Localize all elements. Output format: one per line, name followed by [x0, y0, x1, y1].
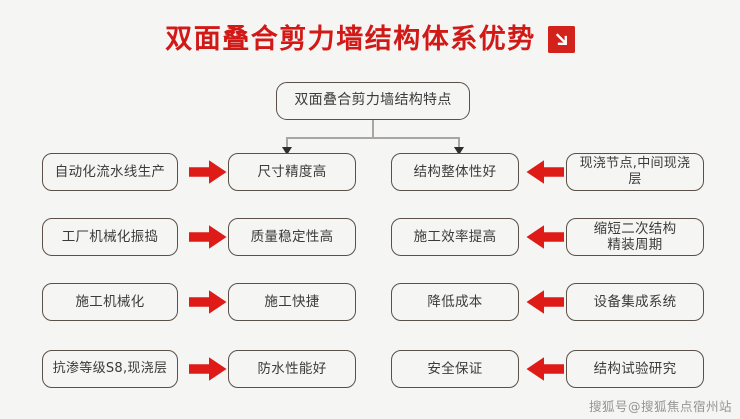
- arrow-right-icon-2: [189, 224, 227, 250]
- right-effect-box-4: 安全保证: [391, 350, 519, 388]
- root-node: 双面叠合剪力墙结构特点: [276, 82, 470, 120]
- connector-bar: [286, 137, 459, 139]
- arrow-left-icon-3: [526, 289, 564, 315]
- left-cause-box-2: 工厂机械化振捣: [42, 218, 178, 256]
- connector-arrowhead-right: [454, 147, 464, 155]
- right-cause-box-3: 设备集成系统: [566, 283, 704, 321]
- left-cause-box-3: 施工机械化: [42, 283, 178, 321]
- page-title: 双面叠合剪力墙结构体系优势: [165, 23, 536, 55]
- arrow-left-icon-2: [526, 224, 564, 250]
- right-cause-box-4: 结构试验研究: [566, 350, 704, 388]
- right-cause-box-1: 现浇节点,中间现浇层: [566, 153, 704, 191]
- arrow-down-right-icon: [547, 25, 575, 53]
- connector-stem: [372, 120, 374, 138]
- right-effect-box-3: 降低成本: [391, 283, 519, 321]
- arrow-left-icon-4: [526, 356, 564, 382]
- connector-drop-right: [458, 137, 460, 148]
- arrow-right-icon-1: [189, 159, 227, 185]
- arrow-right-icon-4: [189, 356, 227, 382]
- page-title-row: 双面叠合剪力墙结构体系优势: [0, 16, 740, 62]
- right-effect-box-1: 结构整体性好: [391, 153, 519, 191]
- right-cause-box-2: 缩短二次结构 精装周期: [566, 218, 704, 256]
- left-cause-box-1: 自动化流水线生产: [42, 153, 178, 191]
- watermark: 搜狐号@搜狐焦点宿州站: [588, 399, 732, 414]
- right-cause-box-2-line1: 缩短二次结构: [593, 220, 677, 237]
- left-cause-box-4: 抗渗等级S8,现浇层: [42, 350, 178, 388]
- arrow-left-icon-1: [526, 159, 564, 185]
- connector-arrowhead-left: [282, 147, 292, 155]
- connector-drop-left: [286, 137, 288, 148]
- arrow-right-icon-3: [189, 289, 227, 315]
- left-effect-box-1: 尺寸精度高: [228, 153, 356, 191]
- left-effect-box-4: 防水性能好: [228, 350, 356, 388]
- right-cause-box-2-line2: 精装周期: [607, 237, 663, 253]
- left-effect-box-2: 质量稳定性高: [228, 218, 356, 256]
- right-effect-box-2: 施工效率提高: [391, 218, 519, 256]
- left-effect-box-3: 施工快捷: [228, 283, 356, 321]
